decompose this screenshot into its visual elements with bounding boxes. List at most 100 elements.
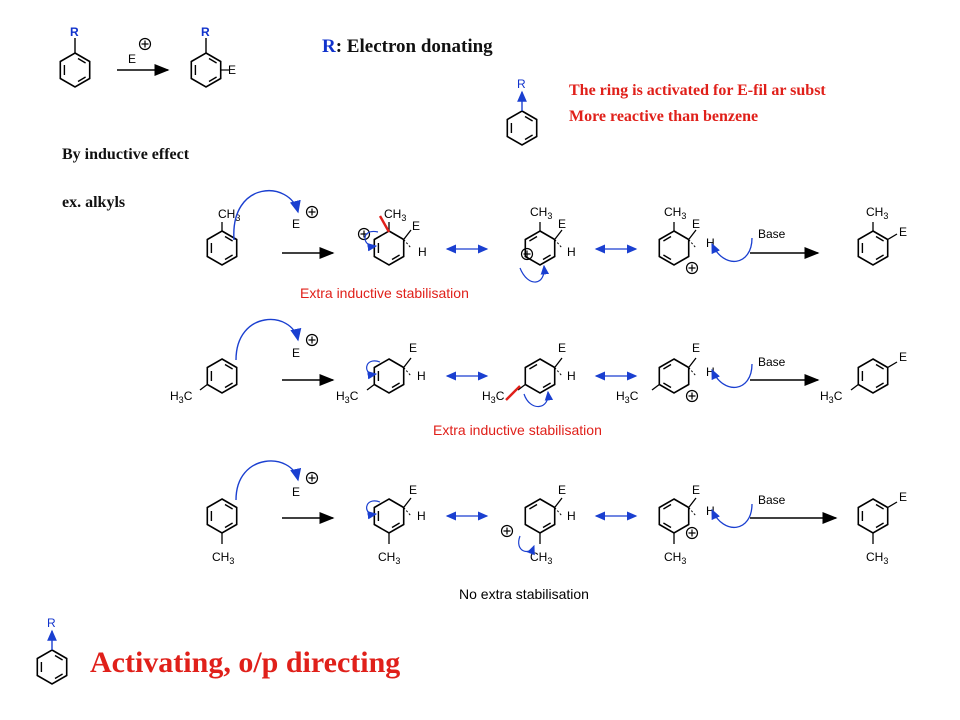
h3c-label: H3C <box>820 389 843 405</box>
h3c-label: H3C <box>170 389 193 405</box>
base-attack-arrow <box>711 237 753 262</box>
e-label: E <box>412 219 420 233</box>
meta-caption: No extra stabilisation <box>459 586 589 602</box>
e-label: E <box>558 217 566 231</box>
h-label: H <box>706 236 715 250</box>
r-label: R <box>517 77 526 91</box>
top-scheme: R E R E <box>59 25 236 88</box>
h-label: H <box>567 245 576 259</box>
sigma-complex-structure <box>658 222 697 266</box>
e-label: E <box>292 346 300 360</box>
electron-flow-arrow <box>233 190 301 241</box>
sigma-complex-structure <box>524 222 563 266</box>
inductive-effect-heading: By inductive effect <box>62 146 190 163</box>
e-label: E <box>692 217 700 231</box>
h-label: H <box>567 369 576 383</box>
toluene-structure <box>206 222 238 266</box>
r-benzene-structure <box>59 38 91 88</box>
para-product-structure <box>850 358 898 394</box>
e-label: E <box>899 225 907 239</box>
h-label: H <box>706 365 715 379</box>
electron-flow-arrow <box>235 460 302 501</box>
r-letter: R <box>322 36 336 57</box>
substituent-title: R: Electron donating <box>322 36 493 58</box>
positive-charge-icon <box>685 261 699 275</box>
ch3-label: CH3 <box>664 205 686 221</box>
h-label: H <box>418 245 427 259</box>
positive-charge-icon <box>685 389 699 403</box>
h3c-label: H3C <box>616 389 639 405</box>
substituted-benzene-structure <box>190 38 230 88</box>
inductive-arrow <box>378 215 391 233</box>
electron-flow-arrow <box>366 500 381 520</box>
activation-note: The ring is activated for E-fil ar subst <box>569 82 826 99</box>
e-label: E <box>692 483 700 497</box>
ch3-label: CH3 <box>530 550 552 566</box>
reactivity-note: More reactive than benzene <box>569 108 759 125</box>
h-label: H <box>417 369 426 383</box>
h3c-label: H3C <box>336 389 359 405</box>
ortho-row: CH3 E CH3 E H <box>206 190 907 301</box>
ortho-product-structure <box>857 222 898 266</box>
sigma-complex-structure <box>524 497 563 544</box>
sigma-complex-structure <box>373 222 412 266</box>
electron-flow-arrow <box>364 230 379 252</box>
inductive-arrow <box>505 385 521 401</box>
base-attack-arrow <box>711 503 753 528</box>
base-label: Base <box>758 355 786 369</box>
sigma-complex-structure <box>517 357 563 394</box>
sigma-complex-structure <box>658 497 697 544</box>
ch3-label: CH3 <box>218 207 240 223</box>
para-caption: Extra inductive stabilisation <box>433 422 602 438</box>
electron-flow-arrow <box>519 264 550 283</box>
sigma-complex-structure <box>366 357 412 394</box>
sigma-complex-structure <box>373 497 412 544</box>
positive-charge-icon <box>305 471 319 485</box>
positive-charge-icon <box>138 37 152 51</box>
electron-flow-arrow <box>523 390 554 408</box>
e-label: E <box>899 350 907 364</box>
h3c-label: H3C <box>482 389 505 405</box>
base-label: Base <box>758 493 786 507</box>
ch3-label: CH3 <box>384 207 406 223</box>
ch3-label: CH3 <box>378 550 400 566</box>
e-label: E <box>228 63 236 77</box>
e-label: E <box>128 52 136 66</box>
ch3-label: CH3 <box>664 550 686 566</box>
sigma-complex-structure <box>651 357 697 394</box>
electron-flow-arrow <box>366 360 381 380</box>
ortho-caption: Extra inductive stabilisation <box>300 285 469 301</box>
para-row: H3C E E H H3C E H H3 <box>170 318 907 438</box>
base-label: Base <box>758 227 786 241</box>
positive-charge-icon <box>357 227 371 241</box>
e-label: E <box>409 341 417 355</box>
activator-ring-structure <box>36 629 68 685</box>
toluene-structure <box>199 358 238 394</box>
electron-flow-arrow <box>518 535 535 556</box>
r-label: R <box>201 25 210 39</box>
r-label: R <box>47 616 56 630</box>
e-label: E <box>558 483 566 497</box>
ch3-label: CH3 <box>866 205 888 221</box>
h-label: H <box>567 509 576 523</box>
meta-row: CH3 E E H CH3 E H CH <box>206 460 907 602</box>
e-label: E <box>558 341 566 355</box>
ch3-label: CH3 <box>866 550 888 566</box>
r-label: R <box>70 25 79 39</box>
directing-conclusion: Activating, o/p directing <box>90 646 401 679</box>
positive-charge-icon <box>500 524 514 538</box>
toluene-structure <box>206 498 238 544</box>
e-label: E <box>692 341 700 355</box>
example-label: ex. alkyls <box>62 194 126 211</box>
e-label: E <box>292 217 300 231</box>
h-label: H <box>706 504 715 518</box>
ch3-label: CH3 <box>530 205 552 221</box>
h-label: H <box>417 509 426 523</box>
activated-ring-structure <box>506 90 538 146</box>
e-label: E <box>292 485 300 499</box>
positive-charge-icon <box>305 205 319 219</box>
e-label: E <box>409 483 417 497</box>
base-attack-arrow <box>711 363 753 388</box>
